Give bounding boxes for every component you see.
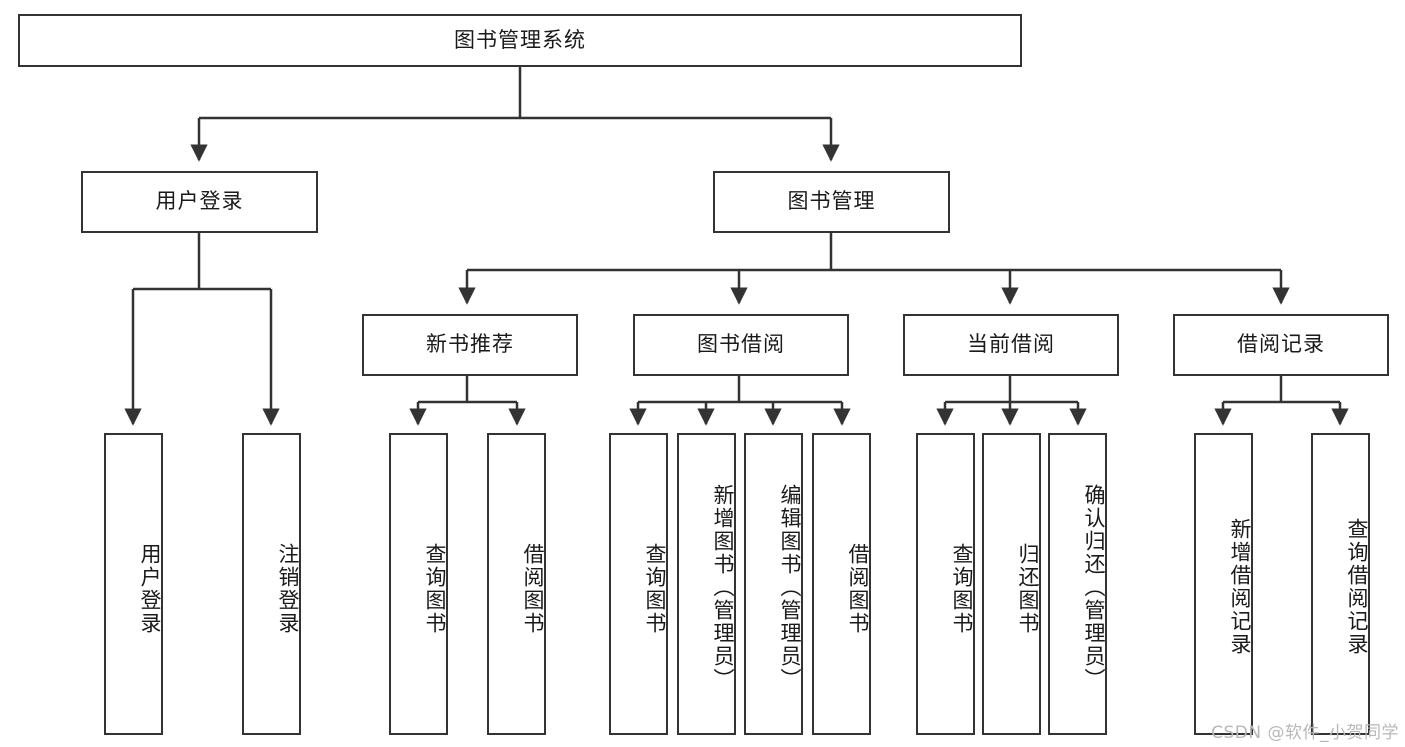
node-current-borrow[interactable]: 当前借阅 [903,314,1119,376]
leaf-user-login-label: 用户登录 [138,543,162,635]
leaf-recommend-borrow-book[interactable]: 借阅图书 [487,433,546,735]
node-book-borrow[interactable]: 图书借阅 [633,314,849,376]
leaf-return-book[interactable]: 归还图书 [982,433,1041,735]
leaf-add-book-admin-label: 新增图书（管理员） [711,483,735,691]
leaf-query-borrow-record-label: 查询借阅记录 [1345,518,1369,656]
node-user-login[interactable]: 用户登录 [81,171,318,233]
leaf-edit-book-admin[interactable]: 编辑图书（管理员） [744,433,803,735]
leaf-recommend-borrow-book-label: 借阅图书 [521,543,545,635]
node-borrow-record-label: 借阅记录 [1237,332,1325,357]
leaf-add-book-admin[interactable]: 新增图书（管理员） [677,433,736,735]
leaf-confirm-return-admin-label: 确认归还（管理员） [1082,483,1106,691]
leaf-current-query-book-label: 查询图书 [950,543,974,635]
node-user-login-label: 用户登录 [155,189,244,214]
leaf-borrow-query-book-label: 查询图书 [643,543,667,635]
leaf-confirm-return-admin[interactable]: 确认归还（管理员） [1048,433,1107,735]
leaf-borrow-query-book[interactable]: 查询图书 [609,433,668,735]
node-book-management[interactable]: 图书管理 [713,171,950,233]
leaf-recommend-query-book-label: 查询图书 [423,543,447,635]
leaf-borrow-book[interactable]: 借阅图书 [812,433,871,735]
node-new-book-recommend-label: 新书推荐 [426,332,514,357]
leaf-borrow-book-label: 借阅图书 [846,543,870,635]
leaf-logout[interactable]: 注销登录 [242,433,301,735]
leaf-return-book-label: 归还图书 [1016,543,1040,635]
watermark: CSDN @软件_小贺同学 [1211,723,1399,743]
leaf-add-borrow-record-label: 新增借阅记录 [1228,518,1252,656]
leaf-logout-label: 注销登录 [276,543,300,635]
node-book-borrow-label: 图书借阅 [697,332,785,357]
node-book-management-label: 图书管理 [787,189,876,214]
leaf-recommend-query-book[interactable]: 查询图书 [389,433,448,735]
node-current-borrow-label: 当前借阅 [967,332,1055,357]
leaf-edit-book-admin-label: 编辑图书（管理员） [778,483,802,691]
leaf-add-borrow-record[interactable]: 新增借阅记录 [1194,433,1253,735]
node-new-book-recommend[interactable]: 新书推荐 [362,314,578,376]
node-borrow-record[interactable]: 借阅记录 [1173,314,1389,376]
leaf-user-login[interactable]: 用户登录 [104,433,163,735]
node-root[interactable]: 图书管理系统 [18,14,1022,67]
leaf-current-query-book[interactable]: 查询图书 [916,433,975,735]
leaf-query-borrow-record[interactable]: 查询借阅记录 [1311,433,1370,735]
node-root-label: 图书管理系统 [454,27,586,52]
